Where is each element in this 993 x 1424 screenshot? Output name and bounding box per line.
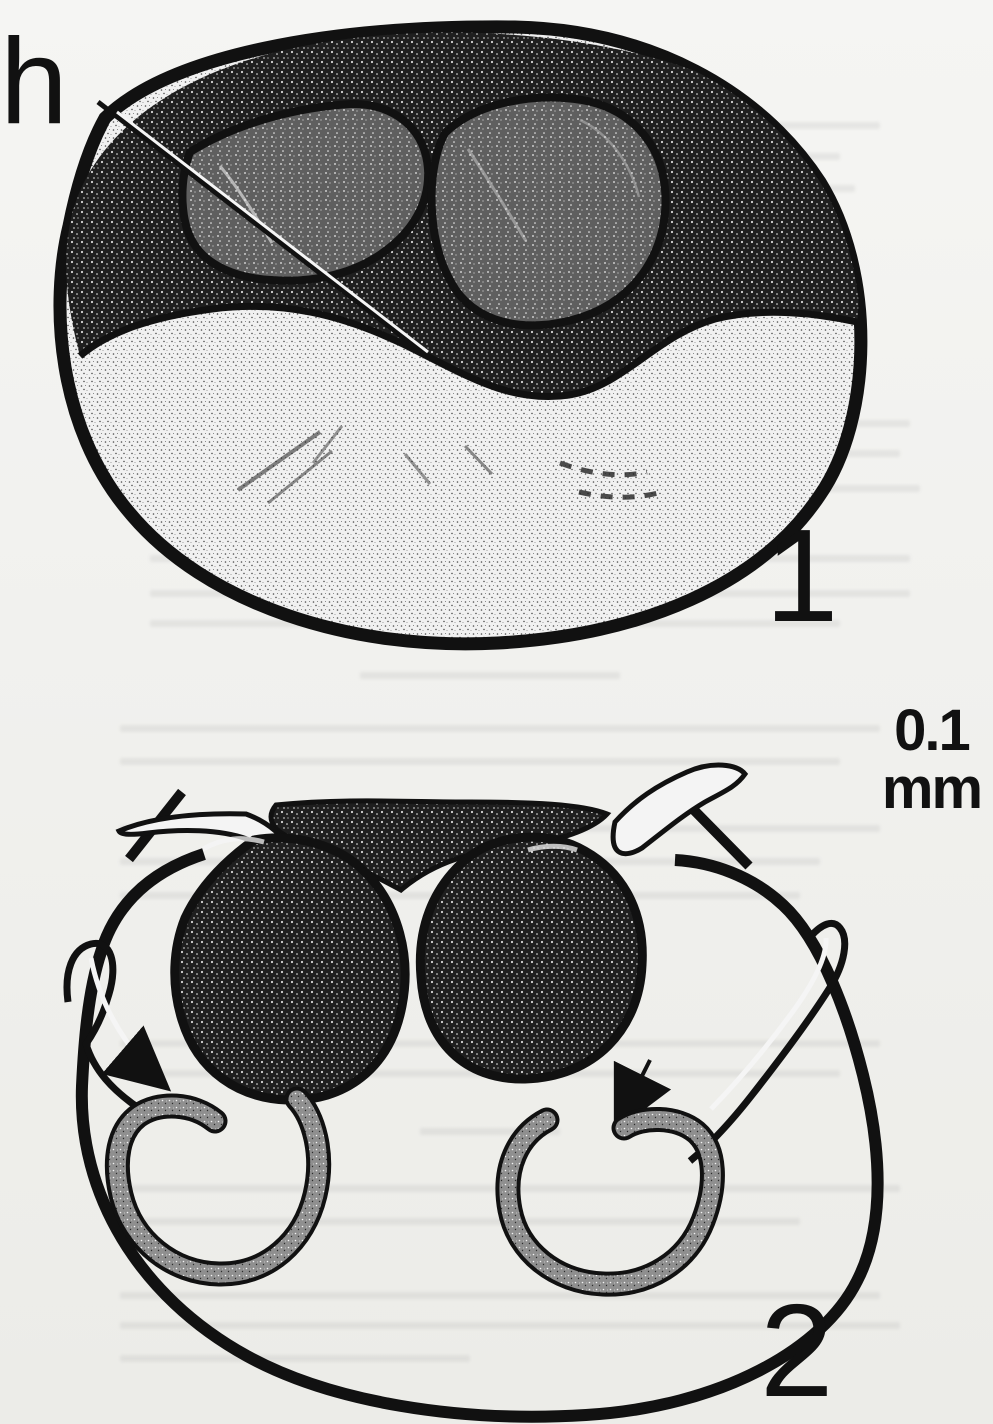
scale-bar: 0.1 mm bbox=[870, 702, 993, 818]
scale-value: 0.1 bbox=[870, 702, 993, 760]
figure-number-1: 1 bbox=[765, 510, 837, 642]
figure-2-structure bbox=[67, 765, 878, 1417]
figure-number-2: 2 bbox=[760, 1285, 832, 1417]
figure-1-egg bbox=[60, 27, 861, 644]
scale-unit: mm bbox=[870, 760, 993, 818]
label-h: h bbox=[0, 20, 67, 142]
